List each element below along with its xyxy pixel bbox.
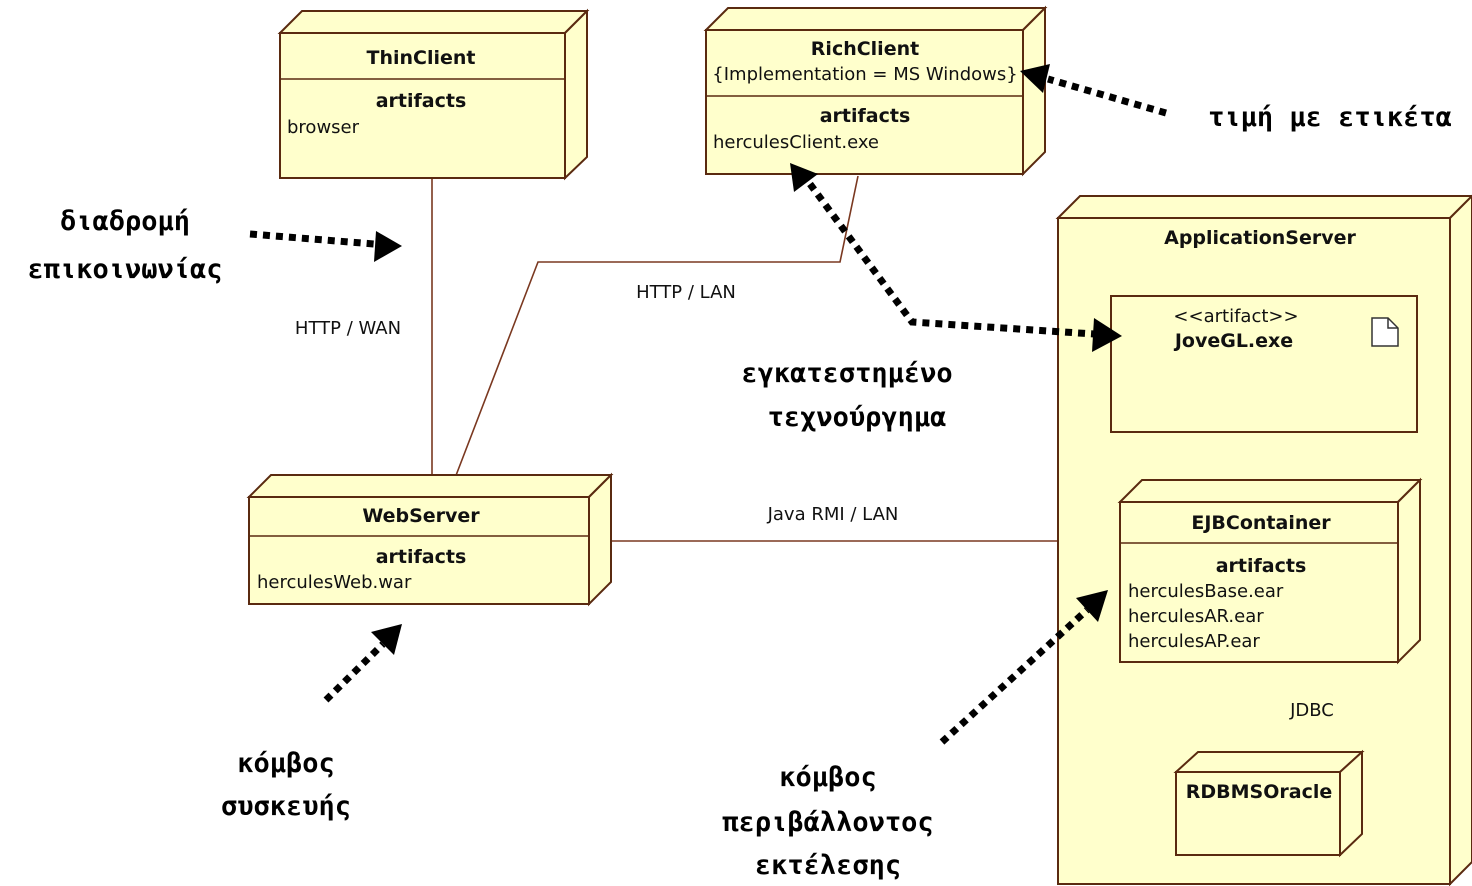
connection-label-http-wan: HTTP / WAN: [295, 318, 401, 339]
node-ejb-container: EJBContainer artifacts herculesBase.ear …: [1117, 477, 1423, 665]
arrowhead-icon: [371, 624, 402, 655]
node-rich-client: RichClient {Implementation = MS Windows}…: [703, 5, 1048, 177]
tagged-value-text: {Implementation = MS Windows}: [712, 64, 1017, 85]
annotation-arrows: [249, 64, 1167, 745]
annotation-exec-env-line3: εκτέλεσης: [755, 850, 901, 881]
node-title: ApplicationServer: [1164, 227, 1356, 249]
node-title: ThinClient: [367, 47, 476, 69]
annotation-deployed-artifact-line1: εγκατεστημένο: [741, 358, 952, 389]
annotation-exec-env-line2: περιβάλλοντος: [722, 807, 933, 838]
connection-label-java-rmi: Java RMI / LAN: [767, 504, 899, 525]
node-title: RichClient: [811, 38, 919, 60]
node-title: WebServer: [362, 505, 480, 527]
artifact-name: JoveGL.exe: [1173, 330, 1293, 352]
annotation-device-node-line2: συσκευής: [221, 791, 351, 822]
node-title: RDBMSOracle: [1186, 781, 1332, 803]
document-icon: [1371, 317, 1399, 347]
arrow-device-node: [323, 641, 386, 703]
connection-label-jdbc: JDBC: [1289, 700, 1334, 721]
annotation-device-node-line1: κόμβος: [237, 748, 335, 779]
artifact-item: herculesClient.exe: [713, 132, 879, 153]
node-thin-client: ThinClient artifacts browser: [277, 8, 590, 181]
section-label: artifacts: [376, 90, 467, 112]
artifact-joveGL: <<artifact>> JoveGL.exe: [1110, 295, 1418, 433]
node-title: EJBContainer: [1191, 512, 1331, 534]
annotation-exec-env-line1: κόμβος: [779, 762, 877, 793]
annotation-comm-path-line2: επικοινωνίας: [27, 254, 222, 285]
arrowhead-icon: [1076, 590, 1108, 622]
arrow-deployed-artifact: [807, 181, 1095, 338]
annotation-deployed-artifact-line2: τεχνούργημα: [768, 402, 947, 433]
annotation-tagged-value: τιμή με ετικέτα: [1208, 102, 1452, 133]
arrow-exec-env: [939, 607, 1090, 745]
arrowhead-icon: [374, 231, 402, 262]
annotation-comm-path-line1: διαδρομή: [60, 206, 190, 237]
node-rdbms-oracle: RDBMSOracle: [1173, 749, 1365, 858]
arrowhead-icon: [1020, 64, 1050, 93]
comm-path-rich-web: [454, 175, 859, 479]
arrowhead-icon: [790, 163, 818, 192]
artifact-item: browser: [287, 117, 360, 138]
section-label: artifacts: [376, 546, 467, 568]
artifact-item: herculesWeb.war: [257, 572, 412, 593]
node-application-server: ApplicationServer <<artifact>> JoveGL.ex…: [1055, 194, 1472, 886]
artifact-stereotype: <<artifact>>: [1173, 306, 1298, 327]
artifact-item: herculesAP.ear: [1128, 631, 1260, 652]
arrow-comm-path: [249, 230, 375, 248]
arrow-tagged-value: [1047, 75, 1167, 117]
section-label: artifacts: [1216, 555, 1307, 577]
section-label: artifacts: [820, 105, 911, 127]
artifact-item: herculesBase.ear: [1128, 581, 1284, 602]
connection-label-http-lan: HTTP / LAN: [636, 282, 736, 303]
arrowhead-icon: [1092, 318, 1122, 352]
artifact-item: herculesAR.ear: [1128, 606, 1264, 627]
node-web-server: WebServer artifacts herculesWeb.war: [246, 472, 614, 607]
